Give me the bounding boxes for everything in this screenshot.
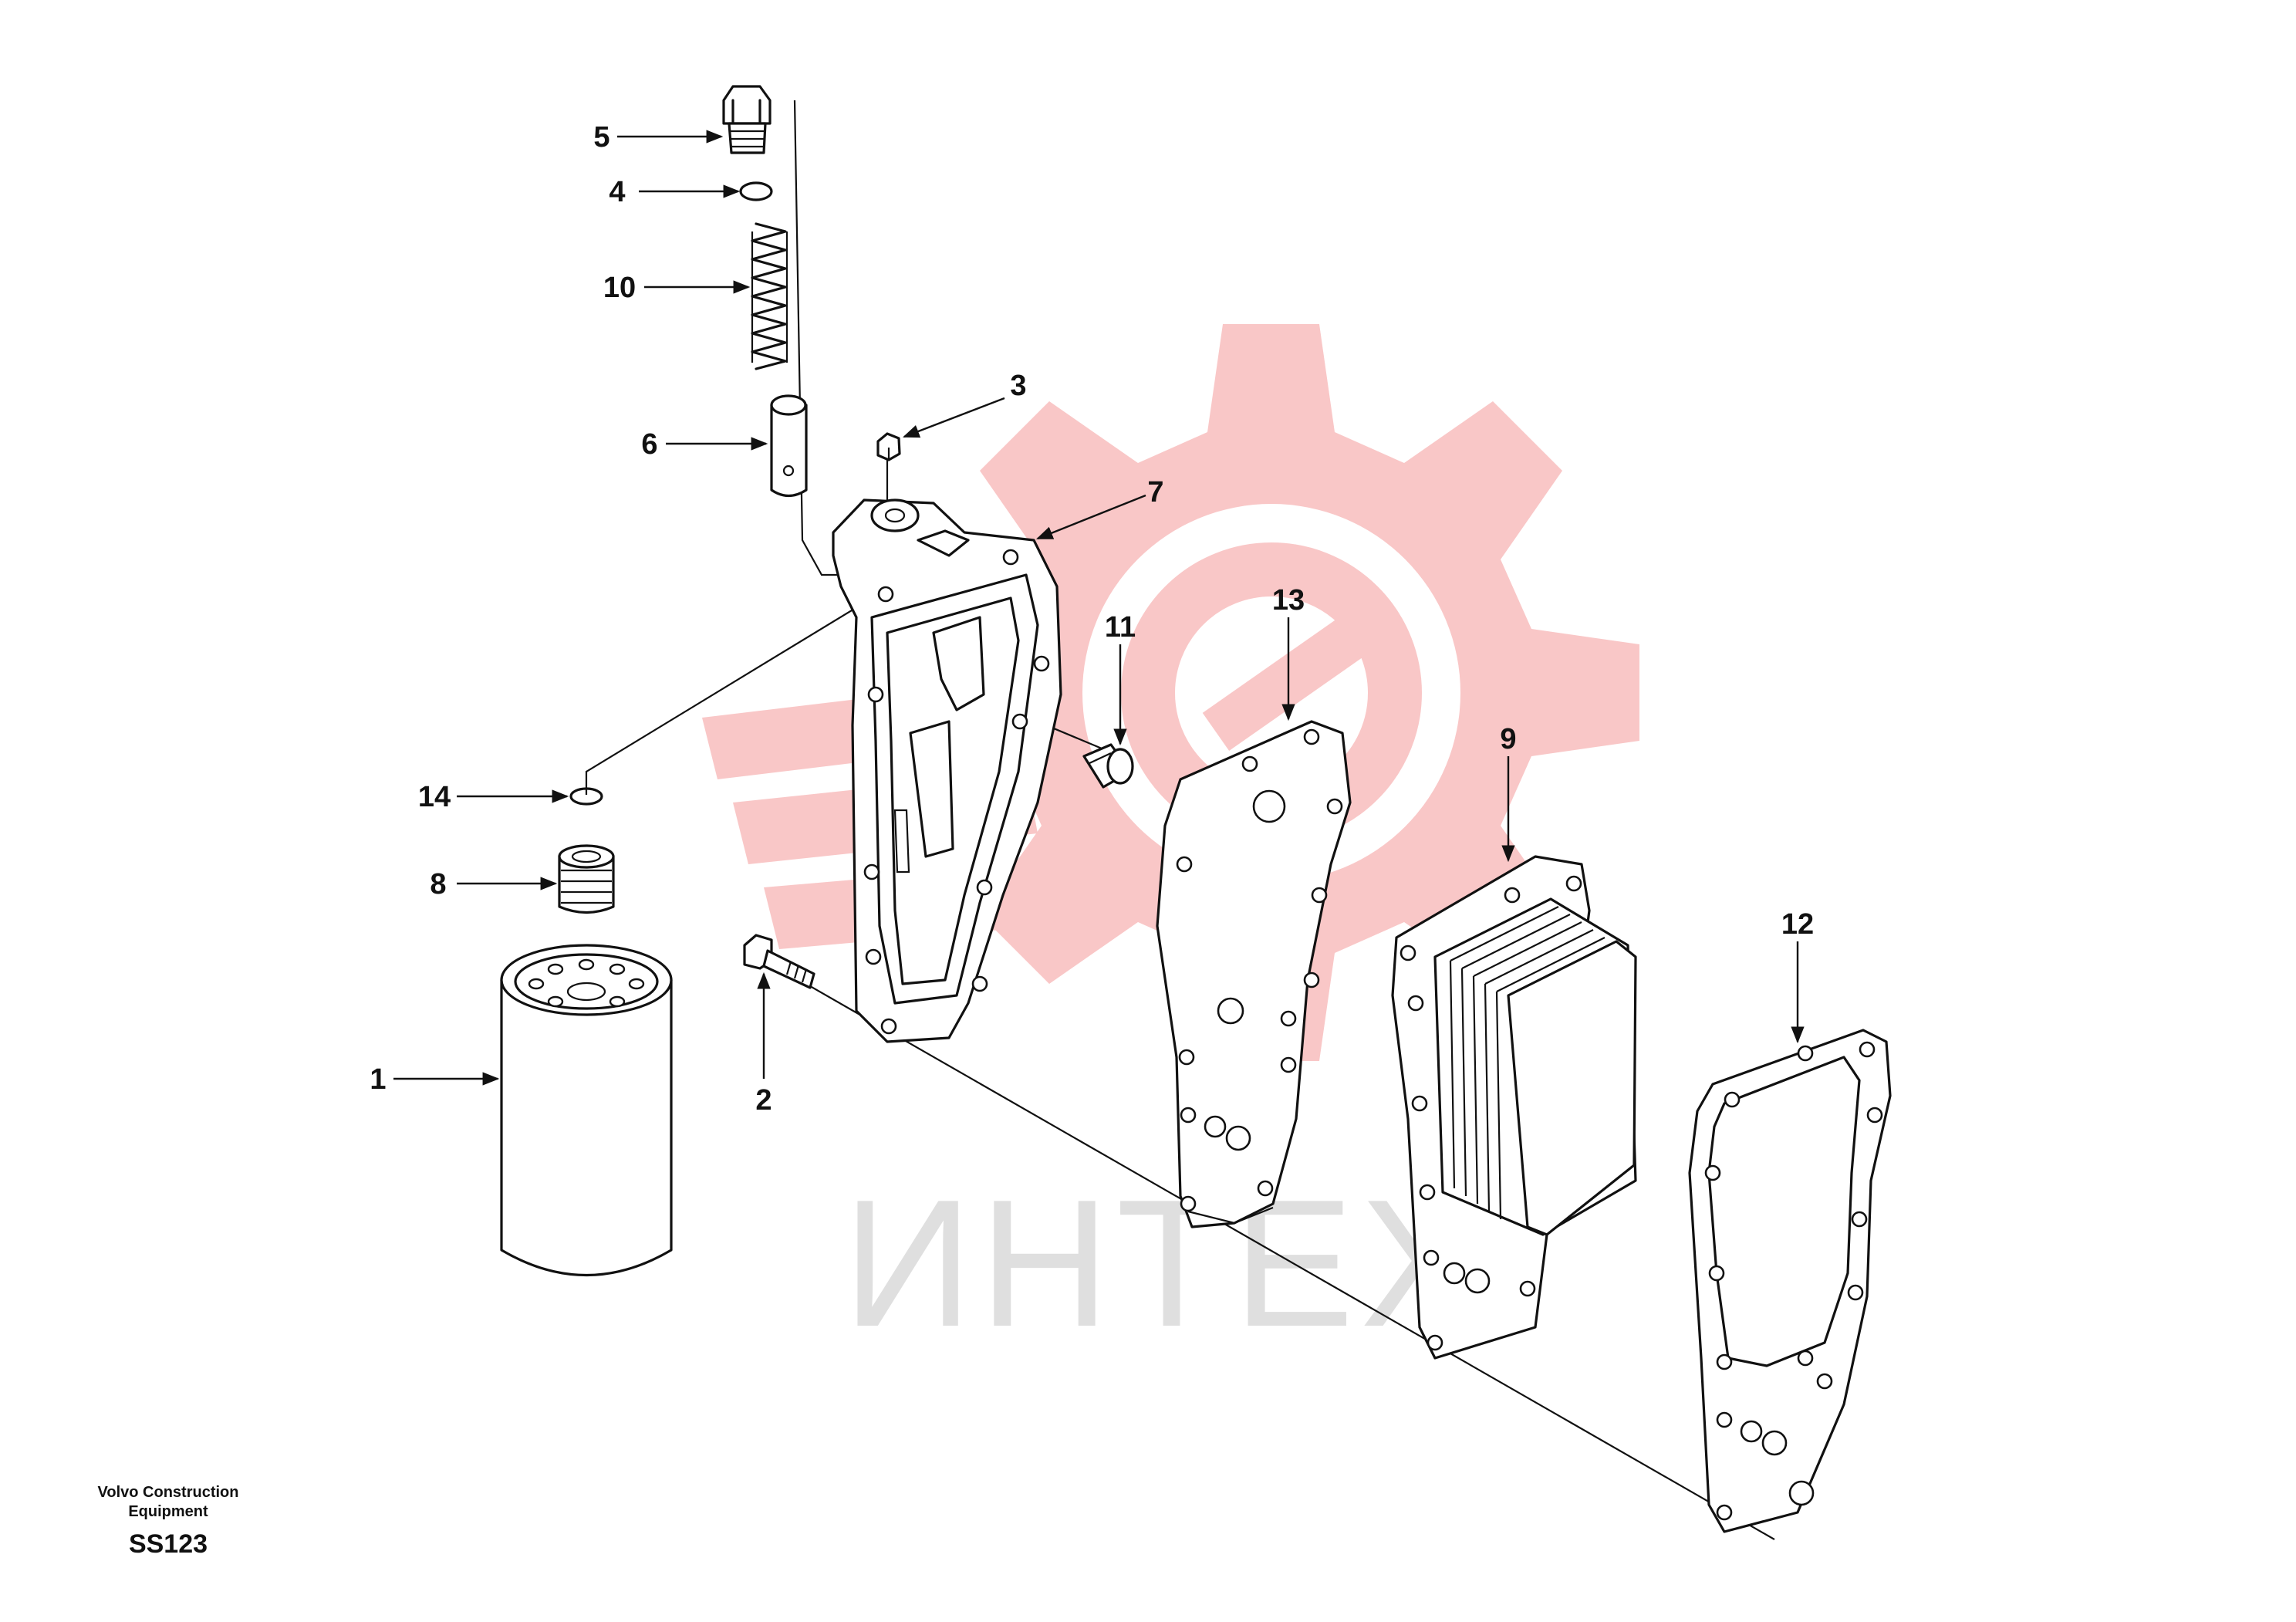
callout-11: 11 [1105,611,1136,644]
callout-12: 12 [1781,908,1814,941]
callout-1: 1 [370,1063,386,1096]
part-9-oil-cooler [1391,855,1637,1360]
company-name-line1: Volvo Construction [98,1484,239,1501]
part-6-valve-piston [770,394,808,498]
callout-13: 13 [1272,584,1305,617]
part-4-o-ring [739,181,773,201]
part-11-fitting [1082,743,1134,789]
callout-3: 3 [1010,370,1026,402]
watermark-text: ИНТЕХ [842,1161,1487,1364]
part-1-oil-filter [500,944,673,1277]
part-5-plug [722,85,772,154]
callout-4: 4 [609,176,625,208]
part-13-gasket [1156,720,1352,1228]
callout-2: 2 [755,1084,772,1117]
callout-leaders [393,130,1805,1086]
callout-labels: 5 4 10 3 6 7 13 11 9 14 8 12 1 2 [370,121,1814,1117]
part-12-gasket [1688,1029,1892,1533]
diagram-code: SS123 [129,1529,208,1559]
callout-5: 5 [593,121,609,154]
part-14-o-ring [569,787,603,806]
callout-9: 9 [1500,723,1516,755]
callout-7: 7 [1147,476,1163,509]
part-8-threaded-nipple [558,844,615,914]
callout-8: 8 [430,868,446,901]
part-2-bolt [743,934,815,989]
part-3-small-plug [876,432,901,461]
part-7-filter-housing [832,498,1062,1043]
part-10-spring [751,222,788,370]
footer-caption: Volvo Construction Equipment SS123 [98,1484,239,1559]
callout-10: 10 [603,272,636,304]
company-name-line2: Equipment [128,1503,208,1520]
callout-14: 14 [418,781,451,813]
callout-6: 6 [641,428,657,461]
